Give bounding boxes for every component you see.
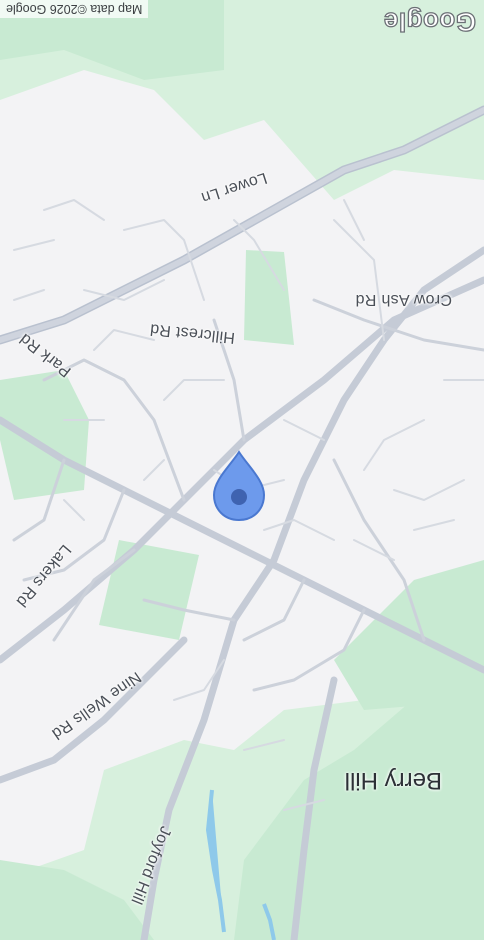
road-berry-hill-main [290,676,338,940]
green-field-right [0,370,89,500]
road-nine-wells-rd [0,636,188,784]
place-label-berry-hill: Berry Hill [344,767,442,794]
green-field-left [99,540,199,640]
woodland-top-left [234,670,484,940]
road-label-crow-ash-rd: Crow Ash Rd [355,291,452,308]
location-drop-pin-icon[interactable] [212,450,266,522]
park-top-right [0,860,154,940]
park-bottom-right [0,0,224,80]
stream-1 [205,789,226,933]
green-field-mid-right [244,250,294,345]
road-joyford-hill [140,246,484,940]
road-hillcrest-rd [0,416,484,674]
google-logo: Google [383,6,477,37]
map-attribution[interactable]: Map data ©2026 Google [0,0,149,18]
stream-2 [262,903,276,940]
